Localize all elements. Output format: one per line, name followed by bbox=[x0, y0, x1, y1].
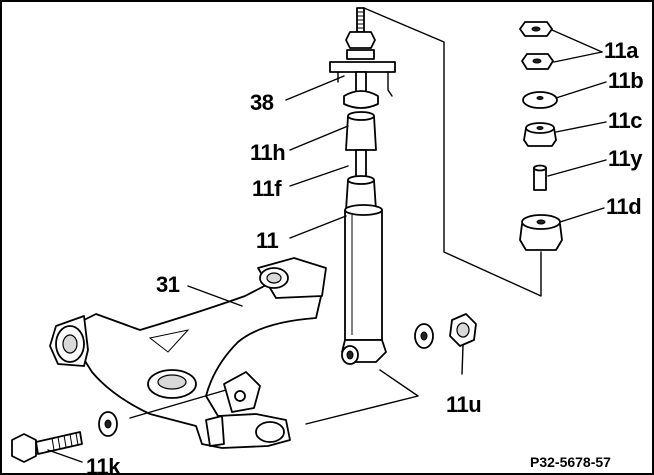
label-11y: 11y bbox=[608, 146, 643, 171]
lower-control-arm bbox=[49, 257, 327, 449]
label-11h: 11h bbox=[250, 140, 285, 165]
shock-absorber bbox=[329, 7, 396, 365]
leader-lines bbox=[47, 29, 607, 463]
label-38: 38 bbox=[250, 90, 274, 115]
label-11b: 11b bbox=[608, 68, 643, 93]
reference-code: P32-5678-57 bbox=[530, 454, 611, 470]
washer-nut-11u bbox=[414, 313, 477, 349]
label-11: 11 bbox=[256, 228, 279, 253]
label-11u: 11u bbox=[446, 392, 481, 417]
label-11d: 11d bbox=[606, 194, 641, 219]
label-11c: 11c bbox=[608, 108, 642, 133]
label-11f: 11f bbox=[252, 176, 282, 201]
label-11k: 11k bbox=[86, 454, 121, 475]
top-mount-part-stack bbox=[519, 21, 563, 251]
label-31: 31 bbox=[156, 272, 180, 297]
assembly-guide-lines bbox=[305, 7, 542, 425]
bolt-11k bbox=[11, 431, 83, 463]
label-11a: 11a bbox=[604, 38, 639, 63]
washer-bolt bbox=[98, 411, 118, 437]
